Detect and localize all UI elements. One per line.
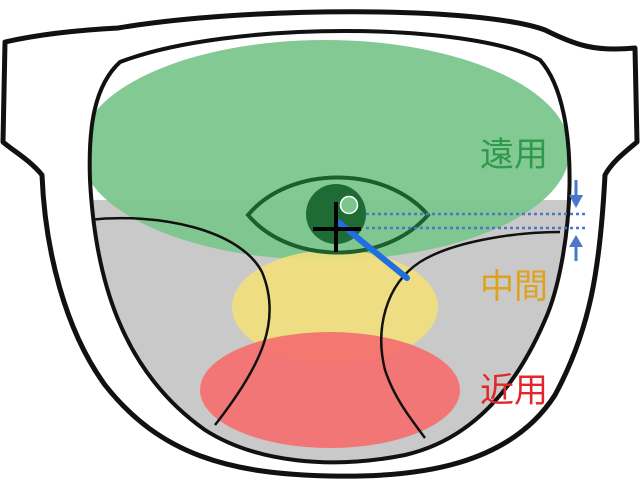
label-far: 遠用 bbox=[480, 135, 548, 175]
intermediate-zone bbox=[232, 250, 438, 364]
fitting-cross-icon bbox=[313, 202, 361, 252]
lens-outline bbox=[87, 29, 572, 465]
right-blur-boundary bbox=[380, 230, 561, 439]
arrow-up-icon bbox=[569, 235, 583, 261]
left-blur-boundary bbox=[89, 216, 271, 426]
far-zone bbox=[89, 40, 570, 260]
label-near: 近用 bbox=[480, 371, 548, 411]
sight-line bbox=[335, 219, 410, 281]
label-intermediate: 中間 bbox=[480, 267, 548, 307]
arrow-down-icon bbox=[569, 180, 583, 208]
near-zone bbox=[200, 332, 460, 448]
